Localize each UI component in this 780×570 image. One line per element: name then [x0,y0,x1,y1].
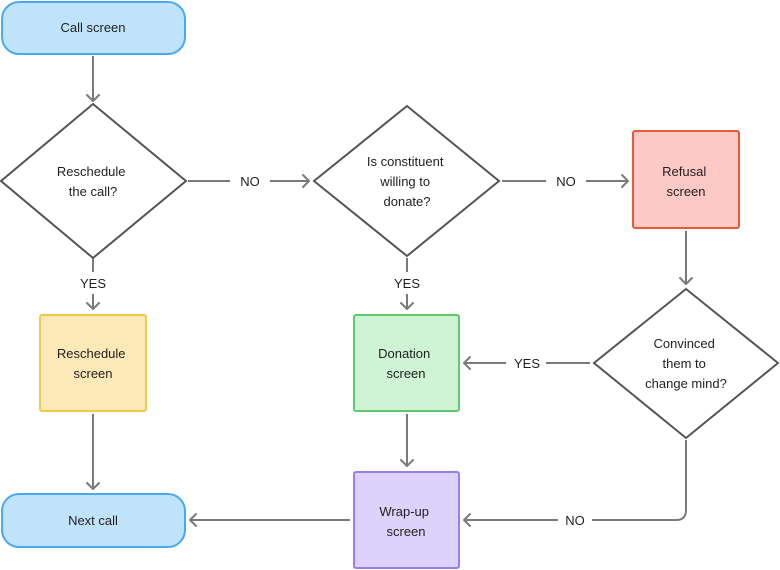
edge-label-reschedule-yes: YES [80,276,106,291]
wrapup-screen-label: Wrap-up screen [379,504,432,539]
reschedule-question-shape [0,102,188,260]
node-refusal-screen: Refusal screen [632,130,740,229]
arrowhead [400,302,414,310]
edge-labels: NO YES NO YES YES NO [80,174,585,528]
edge-label-convinced-no: NO [565,513,585,528]
donation-screen-shape [353,314,460,412]
reschedule-screen-label: Reschedule screen [57,346,129,381]
refusal-screen-label: Refusal screen [662,164,710,199]
node-convinced-question: Convinced them to change mind? [592,287,780,440]
edge-label-reschedule-no: NO [240,174,260,189]
call-screen-label: Call screen [60,20,125,35]
next-call-label: Next call [68,513,118,528]
node-reschedule-screen: Reschedule screen [39,314,147,412]
donate-question-label: Is constituent willing to donate? [367,154,447,209]
node-wrapup-screen: Wrap-up screen [353,471,460,569]
arrowhead [679,277,693,285]
arrowhead [86,302,100,310]
donation-screen-label: Donation screen [378,346,434,381]
edge-convinced-no [464,440,687,521]
node-next-call: Next call [1,493,186,548]
edge-label-convinced-yes: YES [514,356,540,371]
reschedule-screen-shape [39,314,147,412]
arrowhead [86,94,100,102]
node-donation-screen: Donation screen [353,314,460,412]
arrowhead [189,513,197,527]
convinced-question-shape [592,287,780,440]
edge-label-donate-yes: YES [394,276,420,291]
edges [86,56,693,527]
donate-question-shape [312,104,501,258]
arrowhead [302,174,310,188]
wrapup-screen-shape [353,471,460,569]
node-call-screen: Call screen [1,1,186,55]
convinced-question-label: Convinced them to change mind? [645,336,727,391]
arrowhead [400,459,414,467]
arrowhead [463,356,471,370]
edge-label-donate-no: NO [556,174,576,189]
arrowhead [621,174,629,188]
node-reschedule-question: Reschedule the call? [0,102,188,260]
reschedule-question-label: Reschedule the call? [57,164,129,199]
next-call-shape [1,493,186,548]
arrowhead [463,513,471,527]
refusal-screen-shape [632,130,740,229]
node-donate-question: Is constituent willing to donate? [312,104,501,258]
arrowhead [86,482,100,490]
call-screen-shape [1,1,186,55]
